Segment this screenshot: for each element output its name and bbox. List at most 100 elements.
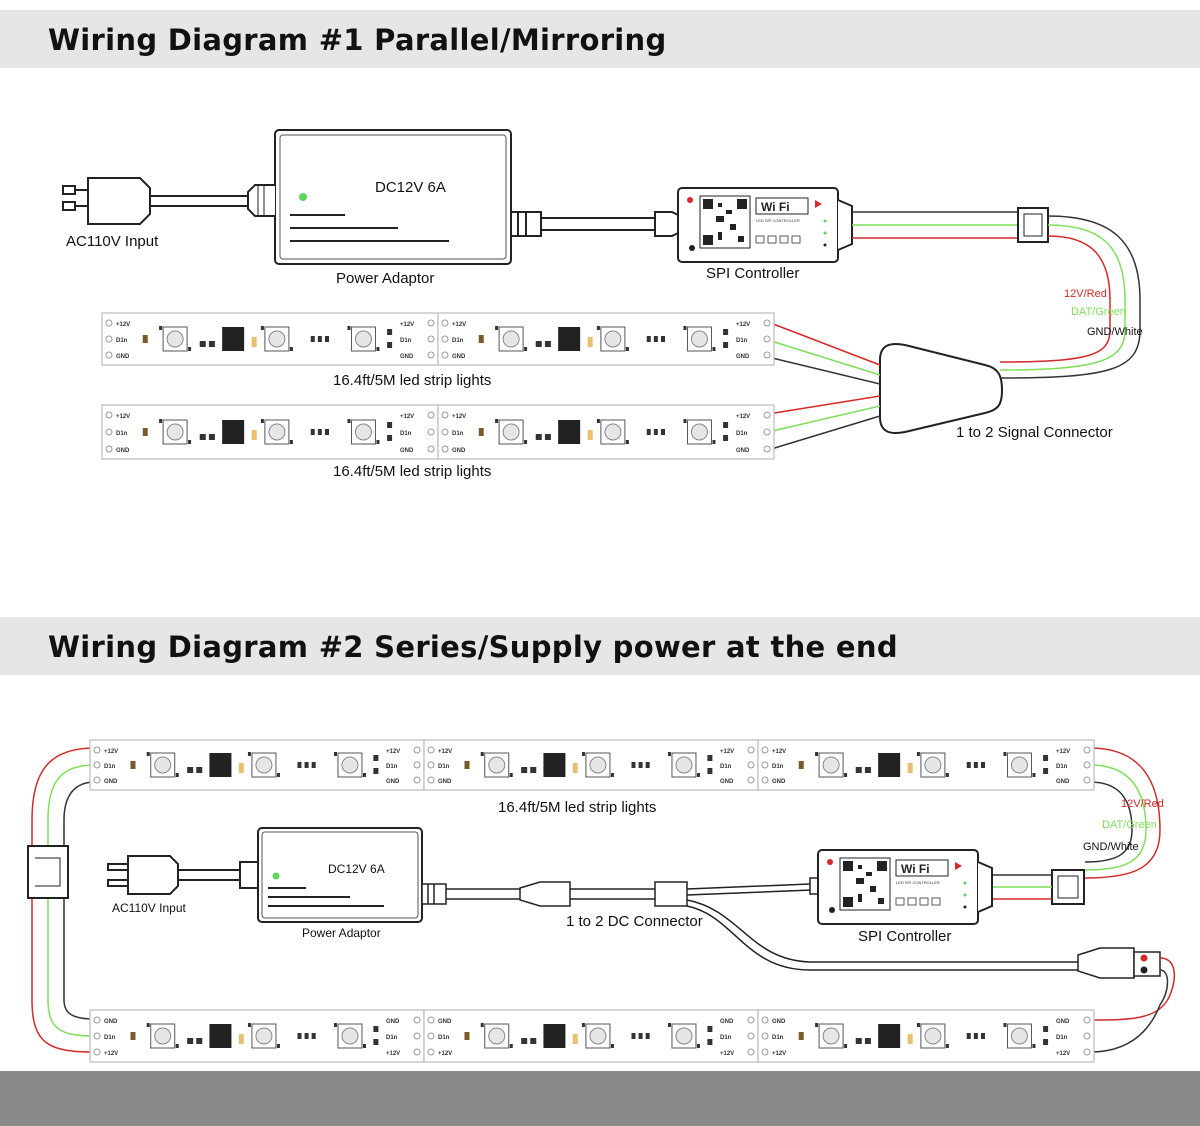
diagram1-wire-12v-label: 12V/Red [1064, 288, 1107, 300]
strip-pin-label: +12V [1056, 1051, 1070, 1057]
ic-chip-icon [878, 753, 901, 777]
diagram1-wire-gnd-label: GND/White [1087, 326, 1143, 338]
strip-pin-label: GND [116, 354, 130, 360]
strip-pin-label: +12V [386, 1051, 400, 1057]
strip-pin-label: +12V [1056, 749, 1070, 755]
strip-pin-label: +12V [736, 322, 750, 328]
strip-pin-label: GND [1056, 779, 1070, 785]
strip-pin-label: D1n [116, 431, 128, 437]
ic-chip-icon [878, 1024, 901, 1048]
diagram1-power-adaptor: DC12V 6A [247, 129, 512, 265]
diagram1-signal-splitter [879, 342, 1004, 435]
diagram2-wire-dat-label: DAT/Green [1102, 819, 1157, 831]
strip-pin-label: D1n [720, 1035, 732, 1041]
ic-chip-icon [543, 753, 566, 777]
diagram1-splitter-leads [767, 321, 881, 451]
diagram2-adaptor-rating: DC12V 6A [328, 862, 385, 876]
ic-chip-icon [209, 753, 232, 777]
diagram1-strip2-label: 16.4ft/5M led strip lights [333, 463, 491, 480]
strip-pin-label: +12V [736, 414, 750, 420]
ic-chip-icon [543, 1024, 566, 1048]
strip-pin-label: D1n [104, 1035, 116, 1041]
diagram1-dc-wire [510, 211, 681, 237]
diagram2-minus-terminal-icon [1140, 966, 1148, 974]
strip-pin-label: GND [736, 354, 750, 360]
diagram1-splitter-label: 1 to 2 Signal Connector [956, 424, 1113, 441]
strip-pin-label: D1n [400, 431, 412, 437]
strip-pin-label: GND [736, 448, 750, 454]
strip-pin-label: D1n [736, 431, 748, 437]
strip-pin-label: +12V [104, 1051, 118, 1057]
diagram2-controller-label: SPI Controller [858, 928, 951, 945]
strip-pin-label: GND [1056, 1019, 1070, 1025]
strip-pin-label: +12V [438, 749, 452, 755]
ic-chip-icon [558, 420, 581, 444]
strip-pin-label: D1n [1056, 1035, 1068, 1041]
strip-pin-label: D1n [772, 1035, 784, 1041]
strip-pin-label: D1n [736, 338, 748, 344]
strip-pin-label: GND [400, 354, 414, 360]
ic-chip-icon [222, 327, 245, 351]
diagram1-strip1-label: 16.4ft/5M led strip lights [333, 372, 491, 389]
strip-pin-label: GND [386, 1019, 400, 1025]
diagram1-wifi-badge-text: Wi Fi [761, 200, 790, 214]
diagram2-wifi-badge-text: Wi Fi [901, 862, 930, 876]
diagram2-bottom-strips: GND GND D1n D1n +12V +12V GND GND D1n D1n +12V +12V… [89, 1009, 1095, 1063]
strip-pin-label: D1n [452, 431, 464, 437]
diagram2-left-loop-cable [31, 747, 96, 1053]
strip-pin-label: GND [104, 1019, 118, 1025]
strip-pin-label: D1n [438, 1035, 450, 1041]
strip-pin-label: +12V [400, 322, 414, 328]
strip-pin-label: D1n [116, 338, 128, 344]
footer-highlight [490, 1066, 1200, 1072]
strip-pin-label: +12V [104, 749, 118, 755]
diagram1-spi-controller: Wi Fi LED SPI CONTROLLER [677, 187, 853, 263]
diagram2-jst-connector [1051, 869, 1085, 905]
diagram2-strip-label: 16.4ft/5M led strip lights [498, 799, 656, 816]
strip-pin-label: GND [720, 1019, 734, 1025]
diagram1: AC110V Input DC12V 6A Power Adaptor [62, 129, 1143, 480]
ic-chip-icon [209, 1024, 232, 1048]
diagram2-dc-cable [421, 877, 1161, 979]
strip-pin-label: D1n [772, 764, 784, 770]
diagram1-jst-connector [1017, 207, 1049, 243]
strip-pin-label: GND [104, 779, 118, 785]
strip-pin-label: GND [438, 1019, 452, 1025]
diagram1-controller-label: SPI Controller [706, 265, 799, 282]
diagram2-wire-gnd-label: GND/White [1083, 841, 1139, 853]
strip-pin-label: GND [452, 354, 466, 360]
strip-pin-label: +12V [116, 414, 130, 420]
strip-pin-label: D1n [720, 764, 732, 770]
diagram1-wifi-badge [755, 197, 809, 215]
strip-pin-label: +12V [400, 414, 414, 420]
strip-pin-label: GND [400, 448, 414, 454]
diagram2-wifi-badge [895, 859, 949, 877]
diagram2-right-loop-cable [1084, 747, 1161, 879]
ic-chip-icon [222, 420, 245, 444]
strip-pin-label: D1n [104, 764, 116, 770]
strip-pin-label: D1n [400, 338, 412, 344]
diagram2-spi-controller: Wi Fi LED SPI CONTROLLER [817, 849, 993, 925]
diagram2-controller-small-text: LED SPI CONTROLLER [896, 880, 940, 885]
strip-pin-label: +12V [386, 749, 400, 755]
diagram2-adaptor-led-icon [272, 872, 280, 880]
strip-pin-label: +12V [772, 1051, 786, 1057]
strip-pin-label: +12V [116, 322, 130, 328]
diagram1-wire-dat-label: DAT/Green [1071, 306, 1126, 318]
diagram1-connector-to-splitter-cable [999, 215, 1141, 379]
diagram2-dc-connector-label: 1 to 2 DC Connector [566, 913, 703, 930]
diagram1-adaptor-led-icon [299, 193, 307, 201]
strip-pin-label: GND [452, 448, 466, 454]
diagram1-controller-small-text: LED SPI CONTROLLER [756, 218, 800, 223]
diagram2-power-adaptor: DC12V 6A [257, 827, 423, 923]
strip-pin-label: GND [386, 779, 400, 785]
